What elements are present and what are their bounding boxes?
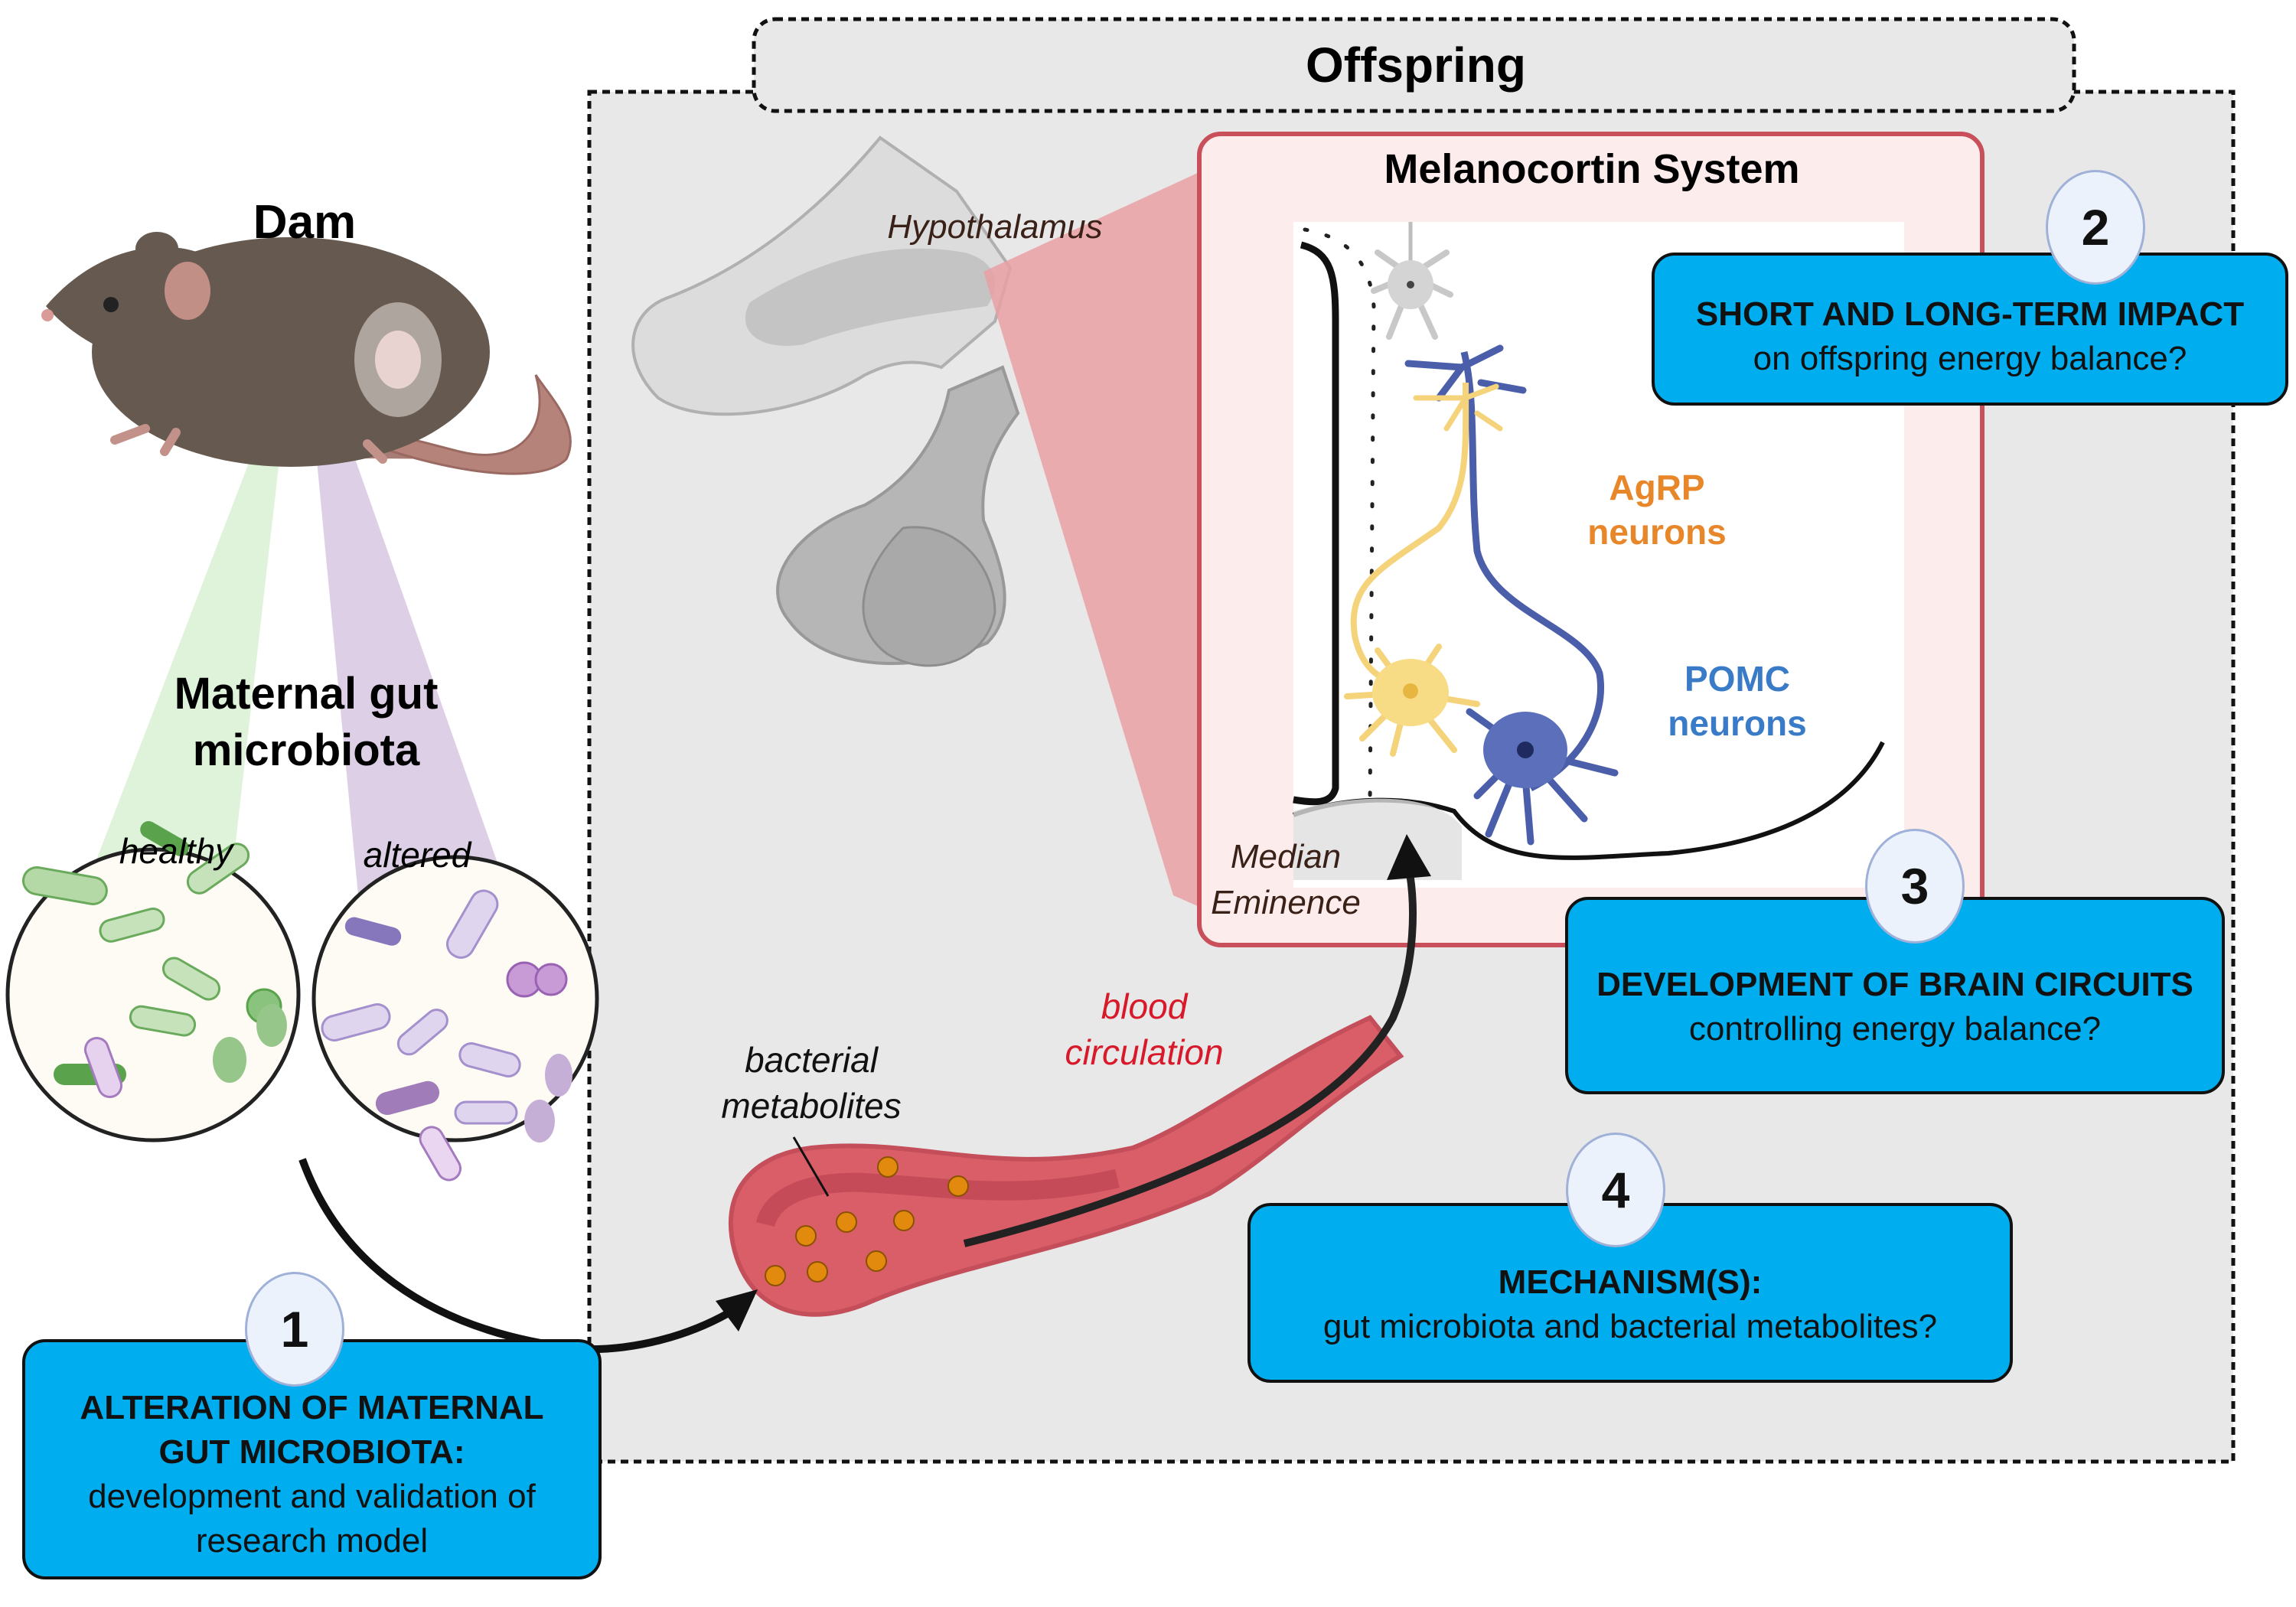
altered-label: altered [363, 835, 471, 875]
agrp-neuron-icon [1344, 382, 1503, 757]
maternal-label-line2: microbiota [192, 725, 420, 775]
dam-mouse-icon [41, 232, 572, 475]
metabolites-label-line2: metabolites [721, 1086, 902, 1126]
step-2-text: on offspring energy balance? [1753, 340, 2187, 377]
agrp-label: AgRP neurons [1561, 465, 1753, 554]
healthy-label: healthy [119, 831, 233, 871]
hypothalamus-label: Hypothalamus [887, 208, 1103, 246]
median-label-line1: Median [1230, 838, 1342, 875]
healthy-beam [86, 413, 285, 895]
metabolite-particles [765, 1156, 969, 1286]
step-3-heading: DEVELOPMENT OF BRAIN CIRCUITS [1596, 966, 2193, 1003]
altered-microbiota-icon [311, 855, 599, 1182]
step-2-number-badge: 2 [2046, 170, 2145, 285]
pomc-neuron-icon [1404, 344, 1619, 846]
altered-beam [314, 429, 509, 895]
melanocortin-title: Melanocortin System [1384, 146, 1800, 192]
bacterial-metabolites-label: bacterial metabolites [689, 1037, 934, 1129]
step-4-number-badge: 4 [1566, 1133, 1665, 1247]
gray-neuron-icon [1371, 222, 1453, 340]
median-eminence-label: Median Eminence [1194, 834, 1378, 926]
step-4-heading: MECHANISM(S): [1498, 1263, 1763, 1301]
maternal-label-line1: Maternal gut [174, 669, 439, 719]
step-1-number-badge: 1 [245, 1272, 344, 1387]
agrp-label-line2: neurons [1587, 512, 1727, 552]
step-1-text: development and validation of research m… [88, 1478, 536, 1560]
pomc-label: POMC neurons [1642, 657, 1833, 745]
step-1-box: ALTERATION OF MATERNAL GUT MICROBIOTA: d… [22, 1339, 602, 1579]
step-1-heading: ALTERATION OF MATERNAL GUT MICROBIOTA: [80, 1389, 544, 1471]
step-3-text: controlling energy balance? [1688, 1010, 2102, 1048]
hypothalamus-icon [631, 135, 1020, 667]
step-2-box: SHORT AND LONG-TERM IMPACT on offspring … [1652, 253, 2288, 406]
blood-vessel-icon [729, 1015, 1404, 1317]
blood-label-line2: circulation [1065, 1032, 1224, 1072]
ventricle-wall [1293, 241, 1339, 806]
step-3-number-badge: 3 [1865, 829, 1965, 944]
metabolites-label-line1: bacterial [745, 1040, 878, 1080]
offspring-title-pill [752, 17, 2076, 113]
maternal-microbiota-label: Maternal gut microbiota [115, 666, 497, 779]
agrp-label-line1: AgRP [1609, 468, 1705, 507]
zoom-projection [983, 172, 1199, 907]
flow-arrow-2-head [1387, 834, 1431, 880]
blood-circulation-label: blood circulation [1029, 983, 1259, 1075]
step-2-heading: SHORT AND LONG-TERM IMPACT [1695, 295, 2245, 333]
healthy-microbiota-icon [5, 821, 301, 1143]
step-4-text: gut microbiota and bacterial metabolites… [1322, 1307, 1938, 1345]
pomc-label-line1: POMC [1684, 659, 1790, 699]
blood-label-line1: blood [1101, 986, 1188, 1026]
dam-label: Dam [253, 196, 357, 249]
offspring-label: Offspring [1306, 37, 1526, 93]
metabolites-pointer [792, 1136, 830, 1197]
flow-arrow-2 [963, 864, 1417, 1247]
flow-arrow-1-head [716, 1289, 758, 1332]
median-label-line2: Eminence [1211, 884, 1361, 921]
pomc-label-line2: neurons [1668, 703, 1807, 743]
